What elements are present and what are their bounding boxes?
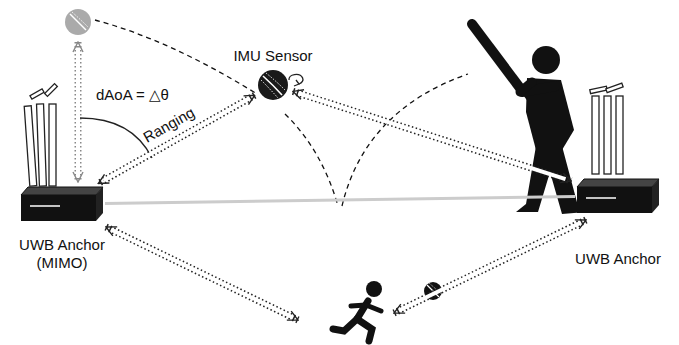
uwb-anchor-box <box>20 186 104 222</box>
stumps <box>24 84 57 186</box>
node-label: UWB Anchor (MIMO) <box>12 236 112 272</box>
sensor-node: IMU Sensor <box>223 47 323 101</box>
runner <box>333 281 382 341</box>
ranging-arrow <box>98 95 254 183</box>
stumps <box>590 83 623 174</box>
baseline-link <box>105 197 575 204</box>
edge-label: Ranging <box>138 103 199 148</box>
ranging-arrow <box>293 91 571 181</box>
anchor-node: UWB Anchor <box>568 178 668 268</box>
link-line <box>105 197 575 204</box>
arrow-rail <box>98 95 254 183</box>
angle-label: dAoA = △θ <box>96 86 169 104</box>
ball-trajectory <box>95 20 468 206</box>
node-label: UWB Anchor <box>575 250 661 268</box>
anchor-node: UWB Anchor (MIMO) <box>12 186 112 272</box>
imu-ball <box>257 69 289 101</box>
uwb-anchor-box <box>576 178 660 214</box>
rotation-icon <box>289 74 303 86</box>
batsman <box>472 24 586 214</box>
arrow-core <box>299 93 566 179</box>
arrow-core <box>103 98 249 180</box>
node-label: IMU Sensor <box>233 47 312 65</box>
arrow-rail <box>293 91 571 181</box>
reference-arrow <box>78 42 79 182</box>
ranging-arrow <box>106 220 586 320</box>
earlier-ball <box>65 9 91 35</box>
